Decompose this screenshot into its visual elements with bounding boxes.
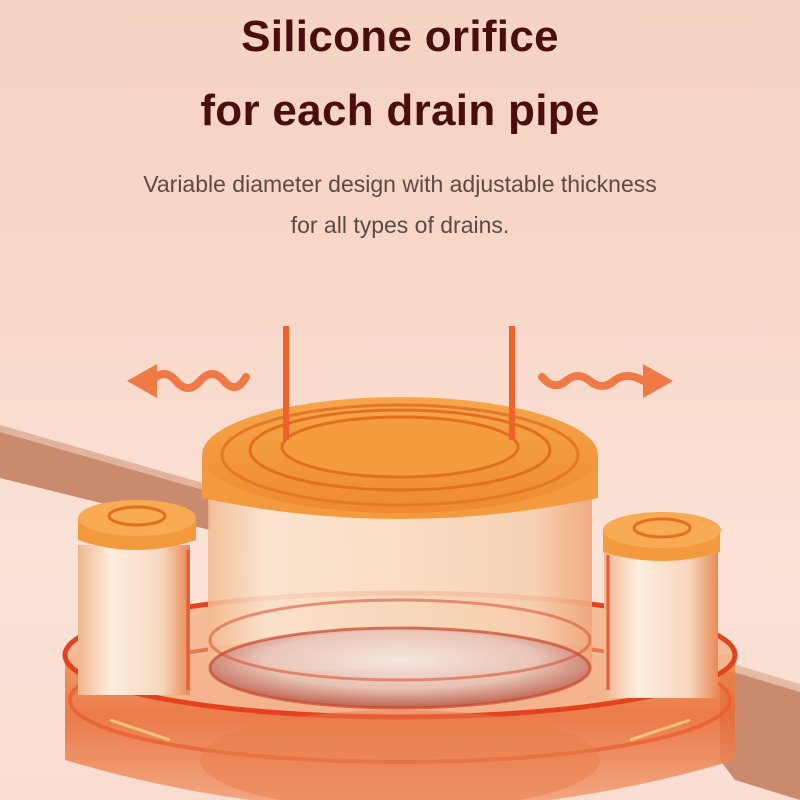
subtitle-line-2: for all types of drains. — [290, 212, 510, 238]
subtitle-line-1: Variable diameter design with adjustable… — [143, 171, 657, 197]
large-silicone-cap — [202, 397, 598, 519]
indicator-lines — [283, 326, 515, 440]
headline-line-2: for each drain pipe — [200, 86, 600, 135]
arrow-left-wavy-icon — [127, 364, 250, 398]
small-tube-right — [603, 512, 721, 698]
counter-edge-right — [720, 660, 800, 800]
small-tube-left — [78, 500, 196, 695]
headline-line-1: Silicone orifice — [241, 12, 559, 61]
arrow-right-wavy-icon — [538, 364, 673, 398]
